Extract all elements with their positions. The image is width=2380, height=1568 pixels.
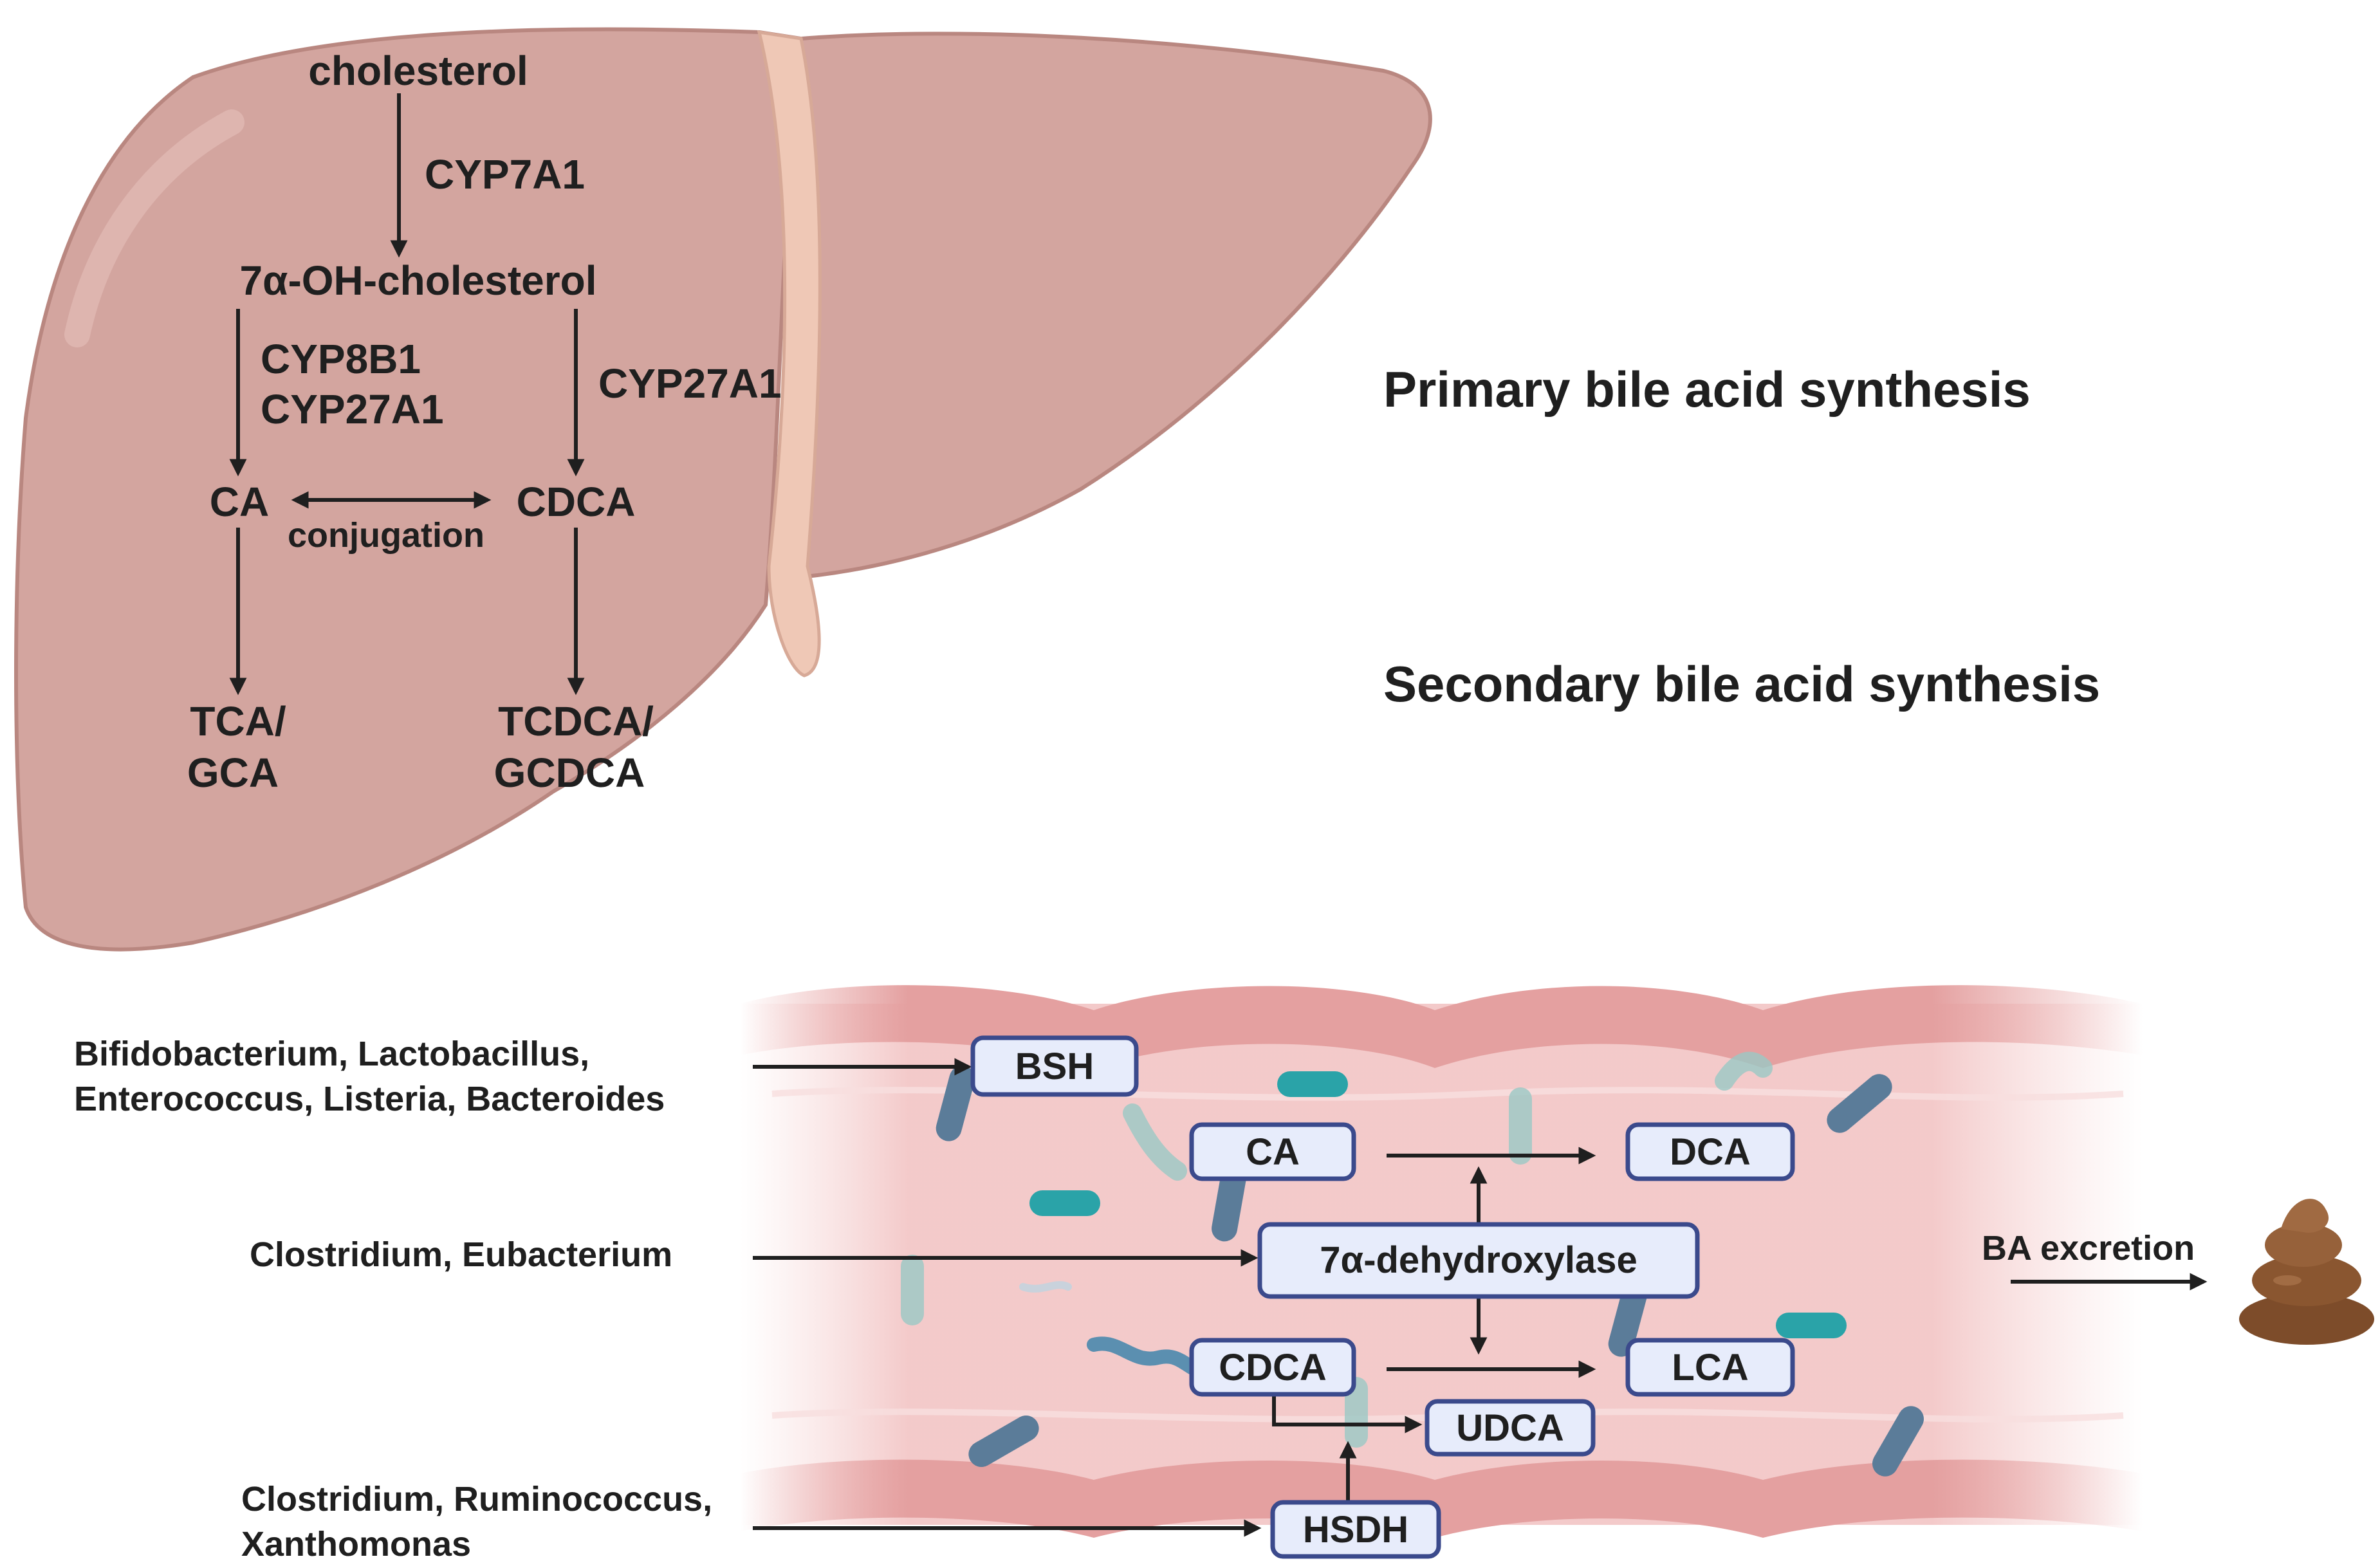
oh-cholesterol-label: 7α-OH-cholesterol xyxy=(240,257,597,304)
gut-ca-label: CA xyxy=(1246,1131,1300,1173)
cholesterol-label: cholesterol xyxy=(308,48,528,94)
dehydroxylase-box: 7α-dehydroxylase xyxy=(1257,1222,1700,1299)
intestine-bottom-wall xyxy=(740,1459,2143,1538)
lca-box: LCA xyxy=(1625,1338,1795,1397)
udca-box: UDCA xyxy=(1425,1399,1596,1457)
udca-label: UDCA xyxy=(1456,1407,1564,1449)
hsdh-box: HSDH xyxy=(1270,1500,1441,1559)
liver-ca-label: CA xyxy=(210,479,269,525)
cyp8b1-label: CYP8B1 xyxy=(261,336,421,382)
bsh-label: BSH xyxy=(1015,1046,1094,1087)
bacteria-group1-line2: Enterococcus, Listeria, Bacteroides xyxy=(74,1080,665,1118)
conjugation-label: conjugation xyxy=(288,516,484,555)
lca-label: LCA xyxy=(1672,1347,1748,1388)
gca-label: GCA xyxy=(187,750,279,796)
dehydroxylase-label: 7α-dehydroxylase xyxy=(1320,1239,1637,1281)
intestine-pathway-arrows xyxy=(753,1058,2208,1537)
gut-ca-box: CA xyxy=(1189,1122,1356,1181)
dca-label: DCA xyxy=(1670,1131,1751,1173)
tcdca-label: TCDCA/ xyxy=(498,698,654,744)
bacteria-group3-line2: Xanthomonas xyxy=(241,1525,471,1563)
primary-heading: Primary bile acid synthesis xyxy=(1383,361,2031,418)
liver-right-lobe xyxy=(776,32,1432,582)
cyp27a1-left-label: CYP27A1 xyxy=(261,386,444,432)
liver-left-lobe xyxy=(14,27,804,952)
cyp7a1-label: CYP7A1 xyxy=(425,151,585,198)
falciform-ligament xyxy=(757,30,822,678)
hsdh-label: HSDH xyxy=(1303,1509,1408,1551)
dca-box: DCA xyxy=(1625,1122,1795,1181)
gut-cdca-label: CDCA xyxy=(1219,1347,1327,1388)
gut-cdca-box: CDCA xyxy=(1189,1338,1356,1397)
gcdca-label: GCDCA xyxy=(494,750,645,796)
cyp27a1-right-label: CYP27A1 xyxy=(598,360,782,407)
bacteria-group3-line1: Clostridium, Ruminococcus, xyxy=(241,1480,712,1518)
liver-illustration xyxy=(14,27,1432,952)
ba-excretion-label: BA excretion xyxy=(1982,1229,2195,1268)
bsh-box: BSH xyxy=(970,1035,1139,1097)
liver-cdca-label: CDCA xyxy=(517,479,636,525)
bacteria-group1-line1: Bifidobacterium, Lactobacillus, xyxy=(74,1035,589,1073)
secondary-heading: Secondary bile acid synthesis xyxy=(1383,656,2100,712)
tca-label: TCA/ xyxy=(190,698,286,744)
stool-icon xyxy=(2239,1199,2374,1345)
liver-pathway-arrows xyxy=(229,93,585,696)
bacteria-group2: Clostridium, Eubacterium xyxy=(250,1235,672,1274)
liver-highlight xyxy=(64,109,244,347)
